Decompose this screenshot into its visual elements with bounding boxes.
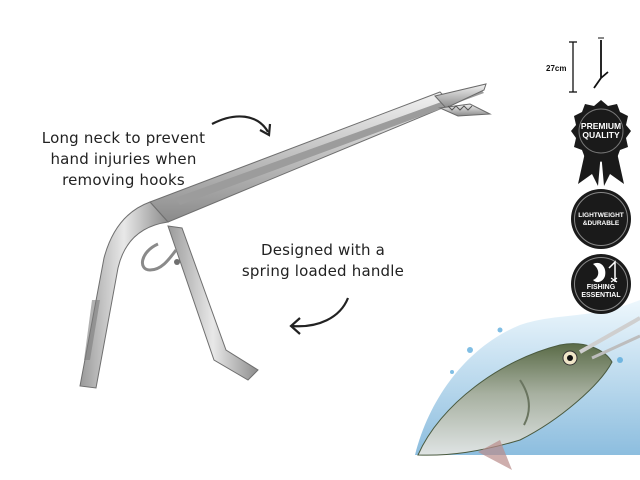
badge-line: ESSENTIAL	[581, 292, 621, 299]
curved-arrow-icon	[211, 115, 269, 133]
arrow-head	[259, 123, 272, 137]
badge-line: PREMIUM	[580, 121, 622, 131]
dimension-label: 27cm	[546, 64, 567, 73]
spring-caption: Designed with a spring loaded handle	[238, 240, 408, 282]
dimension-icon	[569, 37, 609, 93]
premium-seal-icon	[571, 100, 631, 186]
fish-icon	[593, 260, 618, 283]
lightweight-durable-badge: LIGHTWEIGHT &DURABLE	[571, 189, 631, 249]
fish-splash-photo	[415, 300, 640, 470]
neck-caption-line: Long neck to prevent	[41, 129, 206, 147]
tool-spring-handle	[141, 225, 259, 381]
neck-caption: Long neck to prevent hand injuries when …	[36, 128, 211, 191]
neck-caption-line: removing hooks	[62, 171, 185, 189]
badge-ring	[574, 257, 628, 311]
curved-arrow-icon	[291, 297, 350, 328]
tool-fixed-handle	[79, 201, 169, 389]
badge-line: LIGHTWEIGHT	[578, 212, 624, 219]
premium-quality-badge: PREMIUM QUALITY	[571, 100, 631, 160]
badge-ring	[574, 192, 628, 246]
spring-caption-line: Designed with a	[260, 241, 386, 259]
badge-line: QUALITY	[582, 130, 620, 140]
spring-caption-line: spring loaded handle	[241, 262, 405, 280]
fishing-essential-badge: FISHING ESSENTIAL	[571, 254, 631, 314]
badge-line: &DURABLE	[582, 220, 620, 227]
tool-jaws	[434, 83, 492, 117]
badge-line: FISHING	[586, 284, 616, 291]
arrow-head	[289, 317, 301, 335]
neck-caption-line: hand injuries when	[50, 150, 197, 168]
